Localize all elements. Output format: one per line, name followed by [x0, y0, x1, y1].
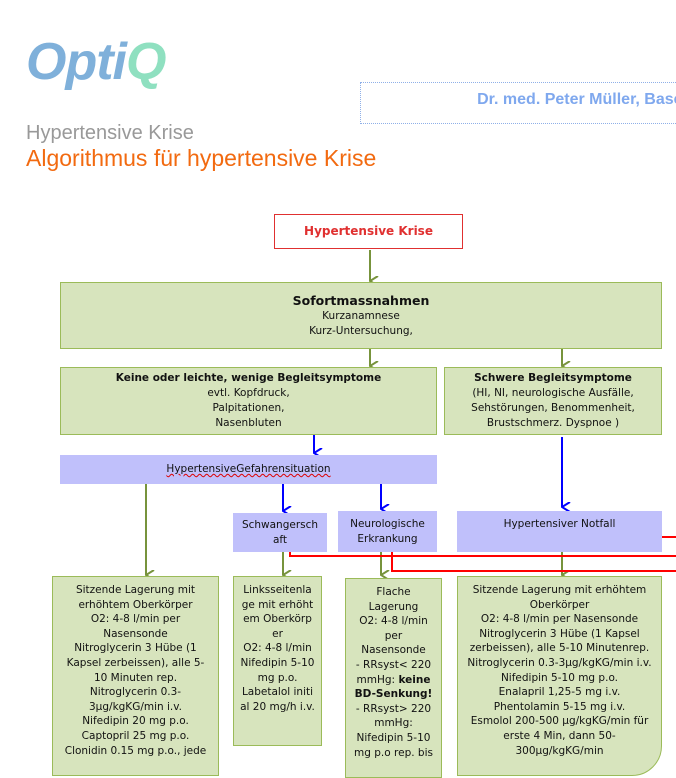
box-line: Captopril 25 mg p.o. — [81, 729, 190, 742]
author-box: Dr. med. Peter Müller, Basel — [360, 82, 676, 124]
box-line: (HI, NI, neurologische Ausfälle, — [472, 387, 634, 399]
box-title: Schwere Begleitsymptome — [474, 372, 632, 384]
pregnancy-box: Schwangerschaft — [233, 513, 327, 552]
immediate-measures-box: Sofortmassnahmen Kurzanamnese Kurz-Unter… — [60, 282, 662, 349]
box-line: Nitroglycerin 0.3-3µg/kgKG/min i.v. — [89, 686, 182, 713]
box-line: Sehstörungen, Benommenheit, — [471, 402, 635, 414]
box-line: Brustschmerz. Dyspnoe ) — [486, 417, 620, 429]
box-line: Nitroglycerin 3 Hübe (1 Kapsel zerbeisse… — [66, 642, 205, 684]
box-line: Linksseitenlage mit erhöhtem Oberkörper — [241, 584, 314, 640]
box-line: Sitzende Lagerung mit erhöhtem Oberkörpe… — [472, 584, 647, 611]
author: Dr. med. Peter Müller, Basel — [477, 91, 676, 108]
box-line: Flache Lagerung — [368, 586, 419, 613]
box-line: Clonidin 0.15 mg p.o., jede — [64, 744, 207, 757]
box-title: Keine oder leichte, wenige Begleitsympto… — [115, 372, 382, 384]
box-line: Enalapril 1,25-5 mg i.v. — [498, 686, 621, 699]
subtitle: Hypertensive Krise — [26, 122, 194, 144]
box-line: Nasenbluten — [215, 417, 282, 429]
box-title: Sofortmassnahmen — [292, 293, 430, 308]
box-line: Kurz-Untersuchung, — [309, 325, 413, 337]
page-title: Algorithmus für hypertensive Krise — [26, 145, 377, 171]
optiq-logo: OptiQ — [26, 33, 166, 91]
box-line: evtl. Kopfdruck, — [207, 387, 290, 399]
treatment-neuro-box: Flache Lagerung O2: 4-8 l/min per Nasens… — [345, 578, 442, 778]
box-line: Palpitationen, — [212, 402, 285, 414]
mild-symptoms-box: Keine oder leichte, wenige Begleitsympto… — [60, 367, 437, 435]
box-line: O2: 4-8 l/min per Nasensonde — [90, 613, 181, 640]
box-line: Kurzanamnese — [322, 310, 400, 322]
neuro-box: Neurologische Erkrankung — [338, 511, 437, 552]
box-line: O2: 4-8 l/min per Nasensonde — [359, 615, 428, 657]
flow-connectors — [145, 250, 676, 756]
box-line: - RRsyst< 220 mmHg: keine BD-Senkung! — [354, 658, 433, 701]
box-line: O2: 4-8 l/min — [243, 642, 312, 655]
treatment-pregnancy-box: Linksseitenlage mit erhöhtem Oberkörper … — [233, 576, 322, 746]
box-line: Esmolol 200-500 µg/kgKG/min für erste 4 … — [470, 715, 649, 757]
start-box: Hypertensive Krise — [274, 214, 463, 249]
box-line: Phentolamin 5-15 mg i.v. — [493, 700, 626, 713]
box-line: Nifedipin 5-10 mg p.o. — [240, 656, 315, 684]
box-line: Nitroglycerin 3 Hübe (1 Kapsel zerbeisse… — [469, 627, 650, 655]
treatment-emergency-box: Sitzende Lagerung mit erhöhtem Oberkörpe… — [457, 576, 662, 776]
box-line: Nifedipin 5-10 mg p.o. — [500, 671, 619, 684]
box-line: Nifedipin 20 mg p.o. — [82, 715, 189, 728]
danger-situation-box: HypertensiveGefahrensituation — [60, 455, 437, 484]
box-line: Labetalol initial 20 mg/h i.v. — [240, 686, 315, 713]
box-line: Sitzende Lagerung mit erhöhtem Oberkörpe… — [75, 584, 196, 611]
box-line: O2: 4-8 l/min per Nasensonde — [480, 613, 639, 626]
box-line: - RRsyst> 220 mmHg: — [355, 702, 432, 730]
treatment-general-box: Sitzende Lagerung mit erhöhtem Oberkörpe… — [52, 576, 219, 776]
severe-symptoms-box: Schwere Begleitsymptome (HI, NI, neurolo… — [444, 367, 662, 435]
emergency-box: Hypertensiver Notfall — [457, 511, 662, 552]
box-line: Nitroglycerin 0.3-3µg/kgKG/min i.v. — [467, 656, 652, 669]
box-title: HypertensiveGefahrensituation — [166, 463, 331, 475]
